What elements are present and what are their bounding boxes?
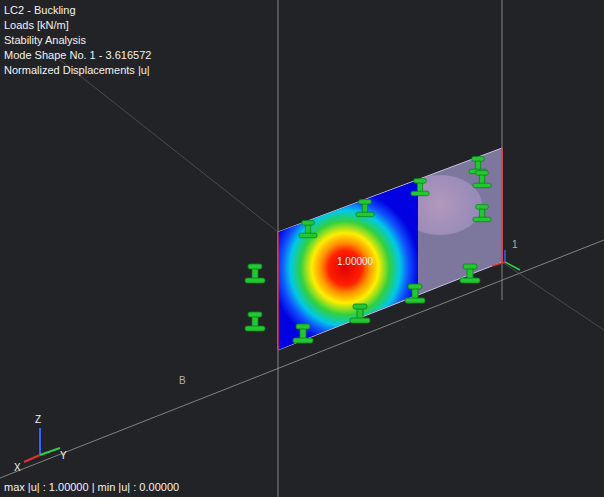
support-symbol (245, 312, 265, 331)
axis-line (60, 60, 278, 232)
triad-axis (24, 455, 40, 462)
triad-axis (39, 428, 41, 455)
plate-edge (277, 232, 279, 350)
local-axis (504, 250, 506, 262)
support-symbol (405, 284, 425, 303)
support-symbol (411, 179, 429, 196)
mode-contour (270, 170, 430, 360)
support-symbol (293, 324, 313, 343)
info-text: Stability Analysis (4, 34, 86, 47)
view-label: Y (60, 449, 67, 462)
support-symbol (299, 221, 317, 238)
support-symbol (473, 205, 491, 222)
support-symbol (350, 304, 370, 323)
status-text: max |u| : 1.00000 | min |u| : 0.00000 (4, 481, 179, 494)
local-axis (492, 262, 505, 266)
view-label: Z (35, 413, 41, 426)
triad-axis (40, 448, 60, 455)
local-axis (505, 262, 520, 270)
support-symbol (356, 200, 374, 217)
info-text: Loads [kN/m] (4, 19, 69, 32)
view-label: 1 (512, 238, 518, 251)
view-label: B (179, 374, 186, 387)
info-text: Mode Shape No. 1 - 3.616572 (4, 49, 151, 62)
support-symbol (245, 264, 265, 283)
support-symbol (473, 171, 491, 188)
info-text: LC2 - Buckling (4, 4, 76, 17)
support-symbol (460, 264, 480, 283)
view-label: 1.00000 (337, 255, 373, 268)
info-text: Normalized Displacements |u| (4, 64, 150, 77)
axis-line (502, 262, 604, 330)
axis-line (278, 0, 279, 497)
view-label: X (14, 461, 21, 474)
plate-edge (501, 148, 503, 262)
axis-line (502, 0, 503, 300)
